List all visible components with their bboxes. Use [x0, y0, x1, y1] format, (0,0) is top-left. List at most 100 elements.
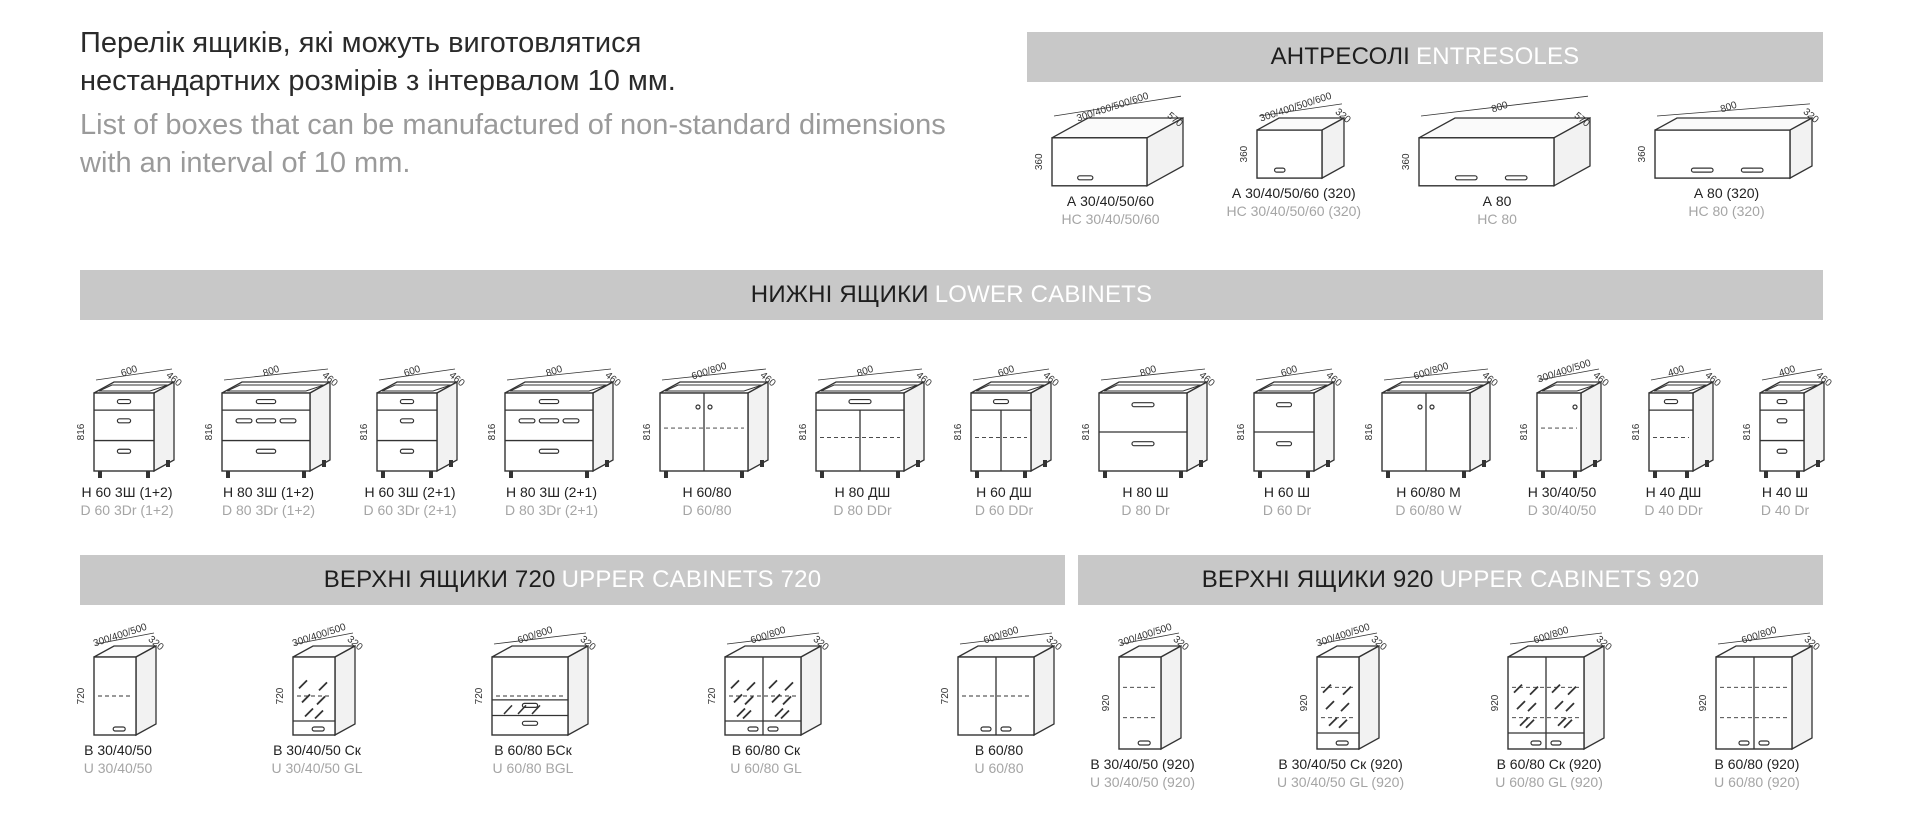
height-dimension: 360 [1637, 145, 1648, 162]
entresoles-title-en: ENTRESOLES [1416, 43, 1580, 70]
height-dimension: 816 [642, 423, 653, 440]
cabinet-code: Н 40 Ш [1761, 484, 1809, 500]
cabinet-code: Н 30/40/50 [1527, 484, 1597, 500]
cabinet-code-en: U 60/80 (920) [1714, 774, 1800, 790]
cabinet-code-en: D 40 DDr [1644, 502, 1703, 518]
intro-ua-line2: нестандартних розмірів з інтервалом 10 м… [80, 65, 676, 97]
cabinet-code: Н 60/80 [682, 484, 732, 500]
cabinet-code-en: D 60/80 W [1395, 502, 1462, 518]
height-dimension: 720 [474, 687, 485, 704]
width-dimension: 600 [997, 364, 1017, 380]
height-dimension: 720 [275, 687, 286, 704]
cabinet-code: В 30/40/50 Ск (920) [1278, 756, 1403, 772]
height-dimension: 816 [1519, 423, 1530, 440]
intro-en-line1: List of boxes that can be manufactured o… [80, 109, 946, 141]
width-dimension: 400 [1778, 364, 1798, 380]
height-dimension: 920 [1698, 694, 1709, 711]
width-dimension: 600/800 [982, 625, 1020, 647]
height-dimension: 360 [1239, 145, 1250, 162]
cabinet-code-en: D 30/40/50 [1527, 502, 1597, 518]
width-dimension: 800 [261, 364, 281, 380]
cabinet-code-en: D 80 3Dr (1+2) [222, 502, 315, 518]
height-dimension: 360 [1401, 153, 1412, 170]
width-dimension: 600/800 [690, 361, 728, 383]
cabinet-code-en: D 40 Dr [1760, 502, 1810, 518]
entresoles-title-uk: АНТРЕСОЛІ [1270, 43, 1411, 70]
intro-en-line2: with an interval of 10 mm. [80, 147, 411, 179]
width-dimension: 400 [1666, 364, 1686, 380]
height-dimension: 816 [1742, 423, 1753, 440]
cabinet-code-en: U 30/40/50 GL (920) [1277, 774, 1405, 790]
height-dimension: 360 [1034, 153, 1045, 170]
height-dimension: 816 [1081, 423, 1092, 440]
cabinet-code-en: НС 80 (320) [1688, 203, 1765, 220]
cabinet-code: Н 60 ДШ [976, 484, 1032, 500]
cabinet-code-en: U 30/40/50 (920) [1090, 774, 1196, 790]
cabinet-code: Н 80 Ш [1122, 484, 1169, 500]
height-dimension: 816 [1364, 423, 1375, 440]
upper720-header: ВЕРХНІ ЯЩИКИ 720 UPPER CABINETS 720 [80, 555, 1065, 605]
upper920-title-uk: ВЕРХНІ ЯЩИКИ 920 [1201, 566, 1434, 593]
cabinet-code-en: НС 30/40/50/60 [1061, 210, 1160, 227]
width-dimension: 600/800 [1412, 361, 1450, 383]
cabinet-code-en: D 60 DDr [974, 502, 1034, 518]
cabinet-code: В 60/80 Ск (920) [1496, 756, 1602, 772]
cabinet-code-en: НС 80 [1477, 210, 1517, 227]
height-dimension: 816 [1236, 423, 1247, 440]
width-dimension: 600/800 [516, 625, 554, 647]
cabinet-code: В 30/40/50 [84, 742, 152, 758]
cabinet-code: Н 60/80 М [1396, 484, 1461, 500]
height-dimension: 720 [940, 687, 951, 704]
width-dimension: 600 [403, 364, 423, 380]
upper720-title-uk: ВЕРХНІ ЯЩИКИ 720 [323, 566, 556, 593]
cabinet-code-en: U 60/80 GL (920) [1495, 774, 1603, 790]
width-dimension: 800 [1719, 100, 1739, 116]
height-dimension: 816 [359, 423, 370, 440]
lower-title-uk: НИЖНІ ЯЩИКИ [750, 281, 929, 308]
cabinet-code: Н 80 3Ш (2+1) [505, 484, 598, 500]
cabinet-code: Н 60 Ш [1263, 484, 1311, 500]
lower-title-en: LOWER CABINETS [934, 281, 1153, 308]
cabinet-code: Н 60 3Ш (1+2) [81, 484, 173, 500]
width-dimension: 600 [1280, 364, 1300, 380]
cabinet-code: А 80 (320) [1693, 185, 1760, 202]
cabinet-code: В 60/80 [974, 742, 1024, 758]
cabinet-code: В 60/80 (920) [1714, 756, 1800, 772]
width-dimension: 800 [1490, 100, 1510, 116]
height-dimension: 816 [204, 423, 215, 440]
width-dimension: 800 [855, 364, 875, 380]
intro-text: Перелік ящиків, які можуть виготовлятися… [80, 24, 1010, 182]
cabinet-code: В 30/40/50 (920) [1090, 756, 1195, 772]
